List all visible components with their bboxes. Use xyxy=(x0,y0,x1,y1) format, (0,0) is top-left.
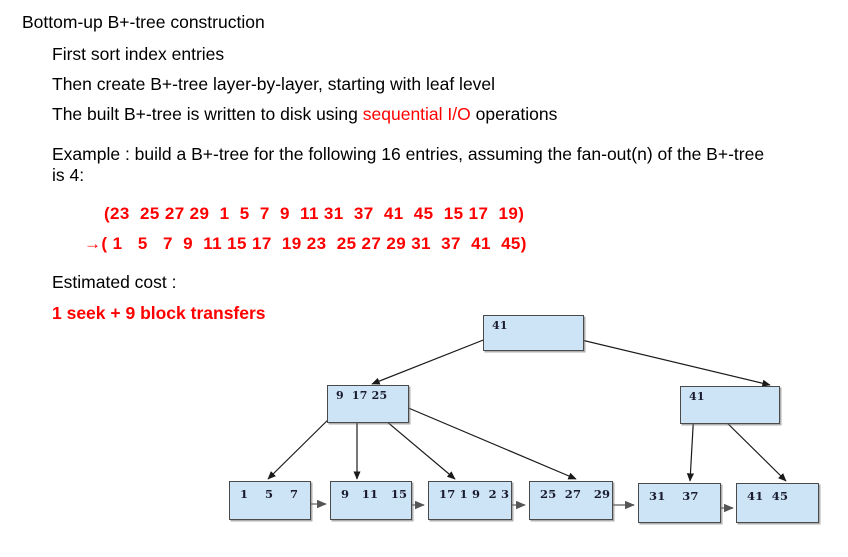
bullet-sequential-io: The built B+-tree is written to disk usi… xyxy=(52,104,557,125)
sorted-sequence-row: →( 1 5 7 9 11 15 17 19 23 25 27 29 31 37… xyxy=(84,234,527,254)
tree-leaf-node[interactable]: 1 5 7 xyxy=(229,481,311,520)
page-title: Bottom-up B+-tree construction xyxy=(22,12,265,32)
tree-leaf-node[interactable]: 17 1 9 2 3 xyxy=(428,481,512,520)
bullet-layer-by-layer: Then create B+-tree layer-by-layer, star… xyxy=(52,74,496,94)
estimated-cost-label: Estimated cost : xyxy=(52,272,177,292)
tree-leaf-keys: 9 11 15 xyxy=(341,487,408,501)
built-line-before: The built B+-tree is written to disk usi… xyxy=(52,104,363,124)
tree-leaf-node[interactable]: 31 37 xyxy=(638,483,721,523)
right-arrow-icon: → xyxy=(84,234,102,253)
tree-node-internal-left-keys: 9 17 25 xyxy=(336,389,388,402)
estimated-cost-value: 1 seek + 9 block transfers xyxy=(52,303,266,323)
tree-leaf-keys: 31 37 xyxy=(649,489,699,503)
tree-leaf-node[interactable]: 25 27 29 xyxy=(529,481,613,520)
tree-leaf-keys: 1 5 7 xyxy=(240,487,299,501)
tree-leaf-node[interactable]: 41 45 xyxy=(736,483,819,523)
bullet-example: Example : build a B+-tree for the follow… xyxy=(52,144,765,185)
built-line-after: operations xyxy=(470,104,558,124)
unsorted-sequence: (23 25 27 29 1 5 7 9 11 31 37 41 45 15 1… xyxy=(104,204,525,223)
sorted-sequence: ( 1 5 7 9 11 15 17 19 23 25 27 29 31 37 … xyxy=(101,234,527,253)
edge-root-to-internal-left xyxy=(371,334,497,385)
tree-node-internal-left[interactable]: 9 17 25 xyxy=(327,385,409,423)
sequential-io-highlight: sequential I/O xyxy=(362,104,471,124)
tree-leaf-node[interactable]: 9 11 15 xyxy=(330,481,412,520)
tree-node-root[interactable]: 41 xyxy=(483,315,584,351)
tree-node-internal-right[interactable]: 41 xyxy=(680,386,780,424)
edge-internal-left-to-leaf-4 xyxy=(398,403,577,480)
tree-node-root-keys: 41 xyxy=(492,319,508,332)
bullet-first-sort: First sort index entries xyxy=(52,44,225,64)
tree-node-internal-right-keys: 41 xyxy=(689,390,705,403)
tree-leaf-keys: 25 27 29 xyxy=(540,487,611,501)
tree-leaf-keys: 41 45 xyxy=(747,489,789,503)
tree-leaf-keys: 17 1 9 2 3 xyxy=(439,487,510,501)
